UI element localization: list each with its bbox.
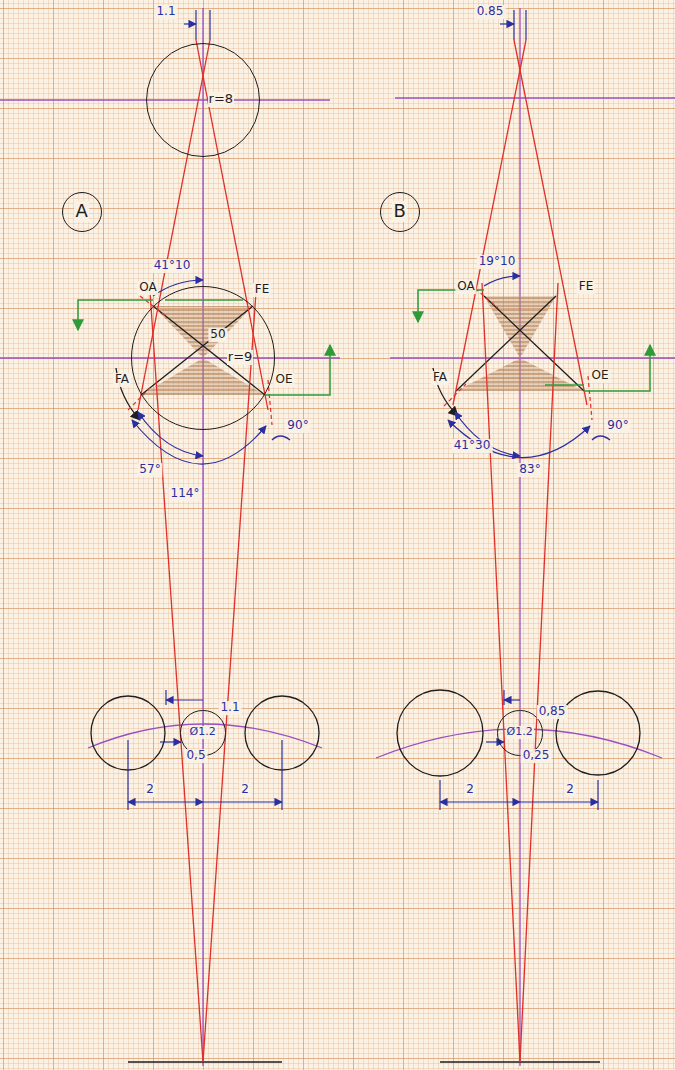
dimension-label: 0,85 bbox=[537, 705, 568, 719]
dimension-label: 0,5 bbox=[184, 749, 207, 763]
dimension-label: 41°10 bbox=[152, 259, 193, 273]
circle-node: r=8 bbox=[146, 43, 260, 157]
dimension-lines bbox=[128, 10, 610, 810]
dimension-label: 2 bbox=[144, 783, 156, 797]
dimension-label: 57° bbox=[137, 463, 162, 477]
dimension-label: 0,25 bbox=[521, 749, 552, 763]
circle-node: B bbox=[380, 192, 420, 232]
point-label: OA bbox=[137, 281, 158, 295]
green-arrows bbox=[78, 290, 650, 395]
node-text: A bbox=[74, 201, 88, 222]
ray-lines bbox=[138, 40, 587, 1062]
hatched-sectors bbox=[141, 296, 584, 395]
dimension-label: 19°10 bbox=[477, 255, 518, 269]
geometry-lines bbox=[91, 296, 640, 1062]
dimension-label: 1.1 bbox=[218, 701, 241, 715]
point-label: FE bbox=[253, 283, 271, 297]
dimension-label: 41°30 bbox=[452, 439, 493, 453]
point-label: OE bbox=[273, 373, 294, 387]
node-text: Ø1.2 bbox=[189, 726, 217, 739]
point-label: 50 bbox=[208, 328, 227, 342]
dimension-label: 83° bbox=[517, 463, 542, 477]
dimension-label: 114° bbox=[169, 487, 202, 501]
node-text: r=9 bbox=[227, 350, 254, 365]
node-text: B bbox=[392, 201, 406, 222]
point-label: FE bbox=[577, 280, 595, 294]
dimension-label: 90° bbox=[285, 419, 310, 433]
node-text: Ø1.2 bbox=[506, 726, 534, 739]
circle-node: A bbox=[62, 192, 102, 232]
node-text: r=8 bbox=[208, 92, 235, 107]
point-label: FA bbox=[431, 371, 449, 385]
dimension-label: 2 bbox=[464, 783, 476, 797]
dimension-label: 1.1 bbox=[154, 5, 177, 19]
point-label: FA bbox=[113, 373, 131, 387]
point-label: OE bbox=[589, 369, 610, 383]
axis-lines bbox=[0, 8, 675, 1066]
dimension-label: 2 bbox=[564, 783, 576, 797]
dimension-label: 0.85 bbox=[475, 5, 506, 19]
dashed-ticks bbox=[128, 284, 592, 425]
dimension-label: 90° bbox=[605, 419, 630, 433]
circle-node: r=9 bbox=[131, 286, 275, 430]
point-label: OA bbox=[455, 280, 476, 294]
dimension-label: 2 bbox=[239, 783, 251, 797]
